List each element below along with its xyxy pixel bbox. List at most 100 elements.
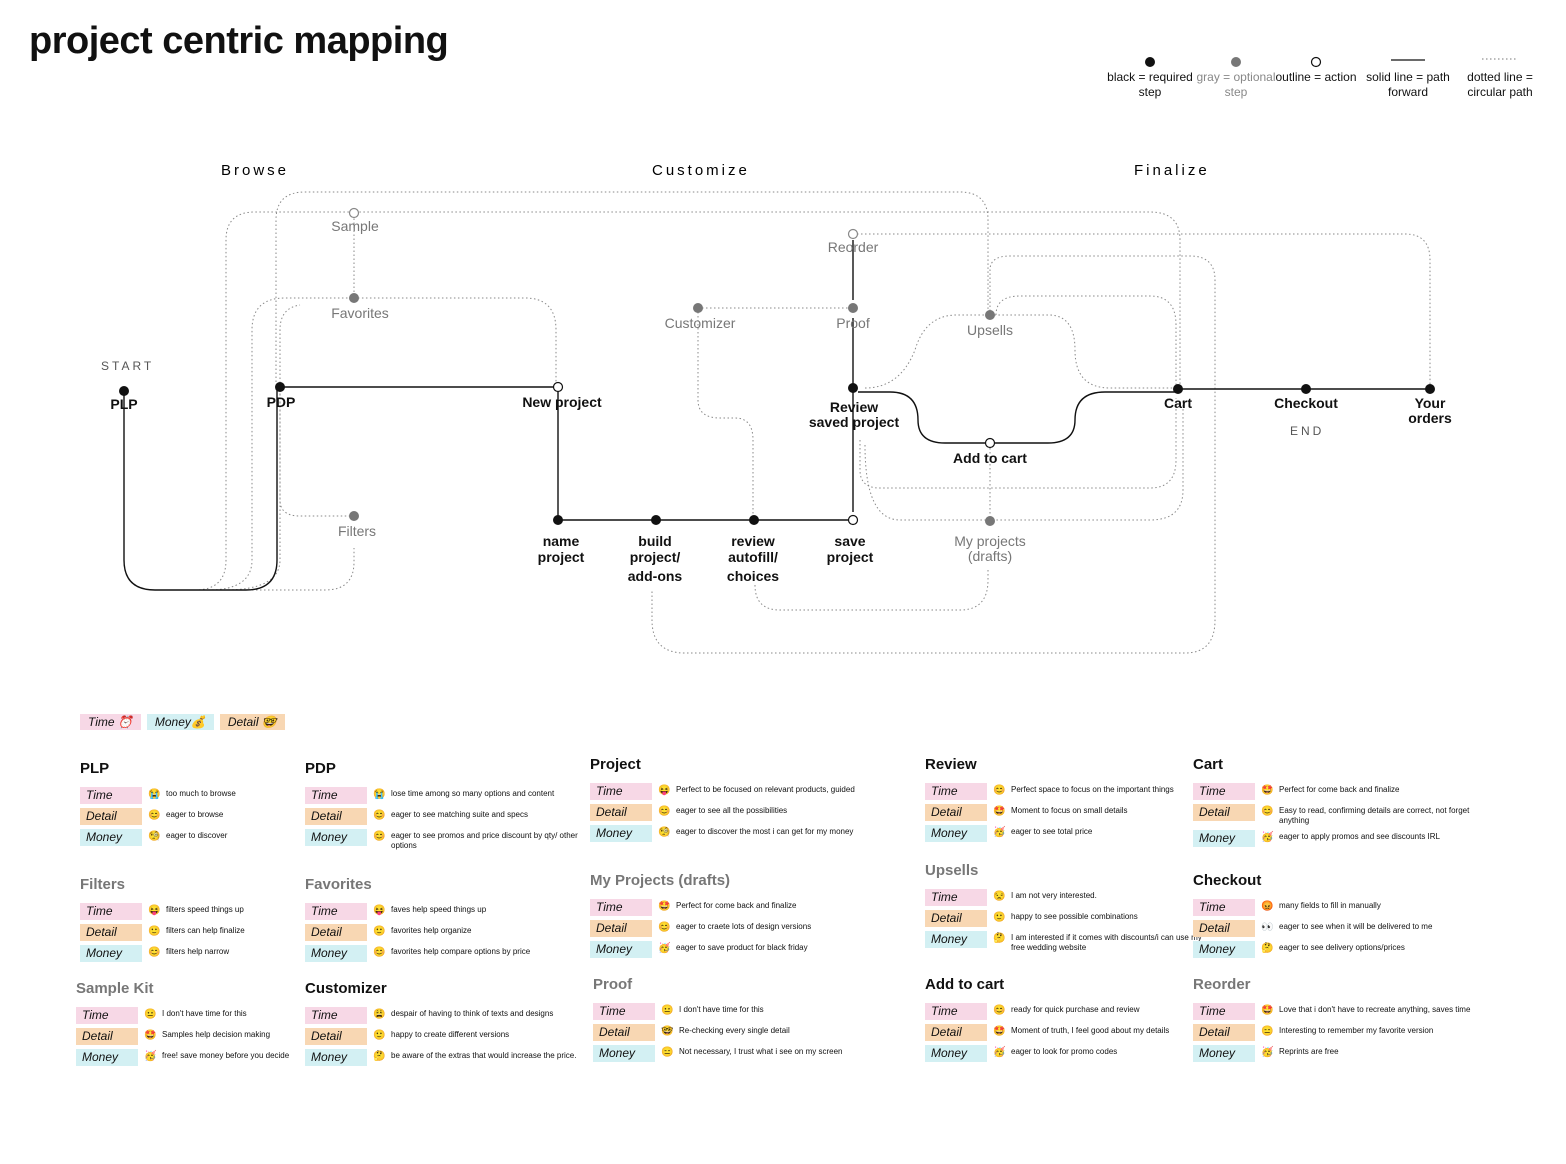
- row-text: happy to create different versions: [391, 1030, 510, 1039]
- category-tag: Detail: [1193, 920, 1255, 937]
- card-title: Sample Kit: [76, 980, 154, 997]
- row-text: faves help speed things up: [391, 905, 487, 914]
- category-tag: Money: [305, 945, 367, 962]
- forward-paths: [123, 240, 1430, 591]
- reorder-node[interactable]: Reorder: [828, 228, 879, 256]
- category-tag: Money: [80, 945, 142, 962]
- required-step-dot: [651, 515, 661, 525]
- row-text: eager to see delivery options/prices: [1279, 943, 1405, 952]
- category-tag: Time: [1193, 783, 1255, 800]
- category-tag: Money: [590, 941, 652, 958]
- action-dot: [348, 207, 360, 219]
- end-label: END: [1290, 424, 1324, 438]
- legend-dotted-line: dotted line = circular path: [1450, 54, 1550, 100]
- your-orders-node[interactable]: Your orders: [1408, 384, 1452, 426]
- row-text: favorites help organize: [391, 926, 472, 935]
- category-tag: Time: [593, 1003, 655, 1020]
- row-text: eager to craete lots of design versions: [676, 922, 812, 931]
- card-title: Favorites: [305, 876, 372, 893]
- emotion-icon: 🥳: [1261, 1047, 1274, 1058]
- emotion-icon: 🤩: [993, 1026, 1006, 1037]
- cart-node[interactable]: Cart: [1164, 384, 1192, 411]
- card-row: Money🧐eager to discover the most i can g…: [590, 825, 855, 842]
- row-text: Love that i don't have to recreate anyth…: [1279, 1005, 1471, 1014]
- checkout-node[interactable]: Checkout: [1274, 384, 1338, 411]
- category-tag: Time: [80, 787, 142, 804]
- card-row: Detail😊eager to browse: [80, 808, 236, 825]
- card-row: Money🥳eager to apply promos and see disc…: [1193, 830, 1479, 847]
- category-tag: Time: [925, 889, 987, 906]
- card-row: Detail🤩Samples help decision making: [76, 1028, 289, 1045]
- start-label: START: [101, 359, 154, 373]
- build-project-node[interactable]: build project/ add-ons: [628, 515, 683, 584]
- category-tag: Money: [593, 1045, 655, 1062]
- card-row: Time😐I don't have time for this: [76, 1007, 289, 1024]
- row-text: eager to browse: [166, 810, 224, 819]
- customizer-node[interactable]: Customizer: [665, 303, 736, 331]
- my-projects-node[interactable]: My projects (drafts): [954, 516, 1026, 564]
- card-title: My Projects (drafts): [590, 872, 731, 889]
- optional-step-dot: [985, 310, 995, 320]
- emotion-icon: 😩: [373, 1009, 386, 1020]
- card-row: Detail👀eager to see when it will be deli…: [1193, 920, 1432, 937]
- category-tag: Time: [80, 903, 142, 920]
- key-money: Money💰: [146, 714, 214, 730]
- filters-node[interactable]: Filters: [338, 511, 376, 539]
- legend-label: black = required step: [1107, 70, 1193, 99]
- category-tag: Money: [1193, 941, 1255, 958]
- circular-paths: [194, 191, 1431, 654]
- category-tag: Money: [1193, 1045, 1255, 1062]
- card-row: Money🥳Reprints are free: [1193, 1045, 1470, 1062]
- sample-node[interactable]: Sample: [331, 207, 379, 235]
- card-row: Time🤩Love that i don't have to recreate …: [1193, 1003, 1470, 1020]
- card-row: Time😭too much to browse: [80, 787, 236, 804]
- required-step-dot: [1301, 384, 1311, 394]
- pdp-node[interactable]: PDP: [267, 382, 296, 410]
- card-row: Detail😊eager to see matching suite and s…: [305, 808, 591, 825]
- emotion-icon: 🥳: [658, 943, 671, 954]
- category-tag: Detail: [305, 808, 367, 825]
- legend-label: dotted line = circular path: [1467, 70, 1533, 99]
- add-to-cart-node[interactable]: Add to cart: [953, 437, 1027, 467]
- name-project-node[interactable]: name project: [538, 515, 585, 565]
- row-text: Samples help decision making: [162, 1030, 271, 1039]
- legend-solid-line: solid line = path forward: [1358, 54, 1458, 100]
- favorites-node[interactable]: Favorites: [331, 293, 389, 321]
- save-project-node[interactable]: save project: [827, 514, 874, 566]
- emotion-icon: 😊: [658, 806, 671, 817]
- node-label: Proof: [836, 315, 870, 331]
- node-label: Checkout: [1274, 395, 1338, 411]
- review-autofill-node[interactable]: review autofill/ choices: [727, 515, 779, 584]
- optional-step-dot: [349, 511, 359, 521]
- card-title: PDP: [305, 760, 336, 777]
- emotion-icon: 😝: [658, 785, 671, 796]
- category-tag: Detail: [590, 804, 652, 821]
- card-row: Money😊favorites help compare options by …: [305, 945, 530, 962]
- filled-black-dot-icon: [1145, 57, 1155, 67]
- node-label: Reorder: [828, 239, 879, 255]
- emotion-icon: 😊: [373, 947, 386, 958]
- row-text: Perfect to be focused on relevant produc…: [676, 785, 855, 794]
- emotion-icon: 🤩: [658, 901, 671, 912]
- row-text: I don't have time for this: [162, 1009, 247, 1018]
- emotion-icon: 🤔: [1261, 943, 1274, 954]
- node-label: New project: [522, 394, 602, 410]
- plp-node[interactable]: PLP: [110, 386, 138, 412]
- action-dot: [552, 381, 564, 393]
- card-row: Money🧐eager to discover: [80, 829, 236, 846]
- node-label: saved project: [809, 414, 900, 430]
- category-tag: Money: [925, 1045, 987, 1062]
- row-text: eager to discover: [166, 831, 228, 840]
- new-project-node[interactable]: New project: [522, 381, 602, 411]
- node-label: Customizer: [665, 315, 736, 331]
- legend: black = required step gray = optional st…: [1100, 54, 1550, 104]
- node-label: Filters: [338, 523, 376, 539]
- review-saved-project-node[interactable]: Review saved project: [809, 383, 900, 430]
- proof-node[interactable]: Proof: [836, 303, 870, 331]
- row-text: too much to browse: [166, 789, 236, 798]
- category-tag: Detail: [590, 920, 652, 937]
- card-row: Time😡many fields to fill in manually: [1193, 899, 1432, 916]
- row-text: Perfect space to focus on the important …: [1011, 785, 1174, 794]
- upsells-node[interactable]: Upsells: [967, 310, 1013, 338]
